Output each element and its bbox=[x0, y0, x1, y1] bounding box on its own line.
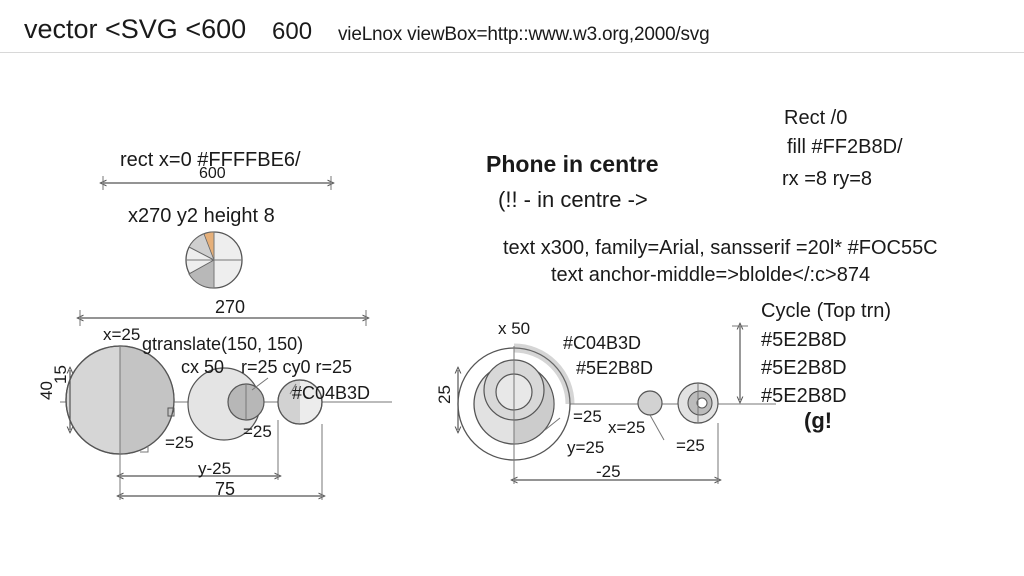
center-eq25-label-b: =25 bbox=[676, 436, 705, 455]
left-rect-width: 600 bbox=[199, 165, 226, 182]
left-position-label: x270 y2 height 8 bbox=[128, 205, 275, 227]
right-color-3: #5E2B8D bbox=[761, 385, 847, 407]
concentric-circles bbox=[457, 343, 575, 464]
corner-mark-b bbox=[140, 446, 149, 453]
left-r-label-a: =25 bbox=[165, 433, 194, 452]
right-cycle-label: Cycle (Top trn) bbox=[761, 300, 892, 322]
header-size: 600 bbox=[272, 18, 313, 45]
left-dim-75: 75 bbox=[215, 479, 236, 499]
center-text-label-1: text x300, family=Arial, sansserif =20l*… bbox=[503, 237, 938, 259]
center-side-label: 25 bbox=[435, 385, 454, 404]
right-color-1: #5E2B8D bbox=[761, 329, 847, 351]
right-fill-label: fill #FF2B8D/ bbox=[787, 136, 903, 158]
header-title: vector <SVG <600 bbox=[24, 14, 247, 44]
left-y-label: y-25 bbox=[198, 459, 232, 478]
center-dim-label: -25 bbox=[596, 462, 621, 481]
left-cx-label: cx 50 bbox=[181, 357, 225, 377]
right-radius-label: rx =8 ry=8 bbox=[782, 168, 873, 190]
right-color-2: #5E2B8D bbox=[761, 357, 847, 379]
large-circle bbox=[65, 345, 175, 455]
left-color-label: #C04B3D bbox=[292, 383, 371, 403]
center-color-2: #5E2B8D bbox=[576, 358, 654, 378]
center-x25-label: x=25 bbox=[608, 418, 646, 437]
pie-figure bbox=[185, 231, 243, 289]
left-rect-label: rect x=0 #FFFFBE6/ bbox=[120, 149, 301, 171]
left-r-cy-label: r=25 cy0 r=25 bbox=[241, 357, 353, 377]
right-group-label: (g! bbox=[804, 408, 833, 433]
left-x-label: x=25 bbox=[103, 325, 141, 344]
medium-circle bbox=[187, 367, 265, 441]
header-bar: vector <SVG <600 600 vieLnox viewBox=htt… bbox=[0, 0, 1024, 53]
center-color-1: #C04B3D bbox=[563, 333, 642, 353]
center-eq25-label: =25 bbox=[573, 407, 602, 426]
center-title: Phone in centre bbox=[486, 151, 659, 177]
left-side-label-b: 15 bbox=[51, 365, 70, 384]
center-subtitle: (!! - in centre -> bbox=[498, 187, 648, 212]
right-rect-label: Rect /0 bbox=[784, 107, 848, 129]
leader-color bbox=[289, 383, 297, 395]
center-text-label-2: text anchor-middle=>blolde</:c>874 bbox=[551, 264, 871, 286]
left-dim-270: 270 bbox=[215, 297, 246, 317]
center-small-circle bbox=[637, 390, 663, 416]
leader-r-cy bbox=[251, 377, 269, 391]
leader-c4 bbox=[544, 417, 561, 431]
corner-mark-a bbox=[167, 407, 175, 417]
center-y25-label: y=25 bbox=[567, 438, 605, 457]
left-r-label-b: =25 bbox=[243, 422, 272, 441]
header-namespace: vieLnox viewBox=http::www.w3.org,2000/sv… bbox=[338, 24, 710, 45]
center-x50-label: x 50 bbox=[498, 319, 531, 338]
small-circle bbox=[277, 379, 323, 425]
target-symbol bbox=[677, 382, 719, 424]
left-translate-label: gtranslate(150, 150) bbox=[142, 334, 304, 354]
leader-c3 bbox=[649, 414, 665, 441]
